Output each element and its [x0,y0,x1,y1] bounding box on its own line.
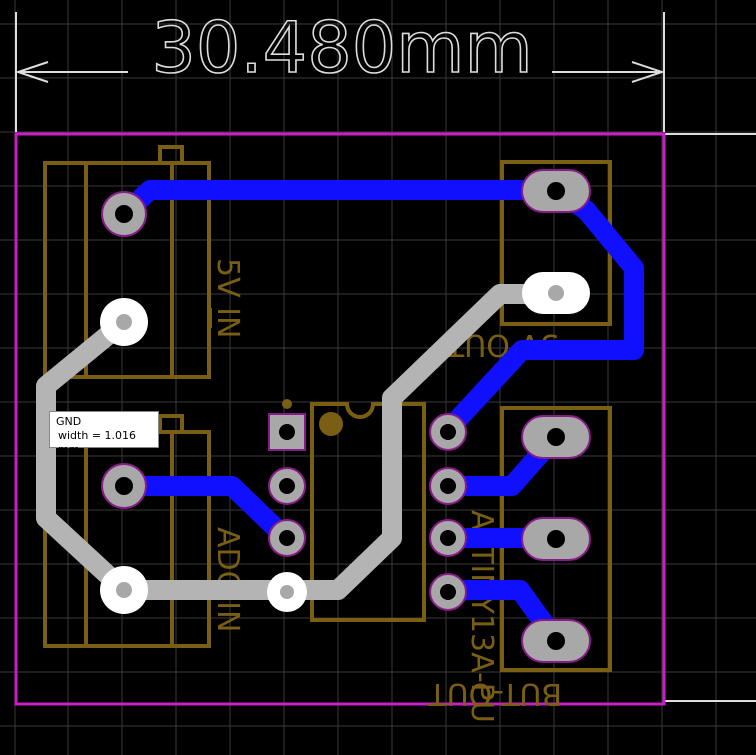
pads-5v-in[interactable] [100,191,148,346]
pads-but-out[interactable] [521,415,591,663]
pin1-dot [282,399,292,409]
pads-5v-out[interactable] [521,169,591,314]
trace-vcc-main [114,180,644,440]
trace-gnd[interactable] [36,284,564,600]
label-5v-in: 5V IN [210,258,245,338]
tooltip-width: width = 1.016 mm [58,429,137,456]
label-adc-in: ADC IN [210,527,245,632]
tooltip-net-name: GND [56,415,82,428]
dimension-annotation [14,12,756,702]
trace-adc [114,476,296,548]
pin1-marker-icon [319,412,343,436]
board-outline [14,132,666,706]
pads-ic-right[interactable] [429,413,467,611]
dimension-label: 30.480mm [151,7,532,89]
net-tooltip: GND width = 1.016 mm [49,411,159,456]
pads-ic-left[interactable] [267,413,307,612]
label-but-out: BUT-OUT [428,676,562,711]
pads-adc-in[interactable] [100,463,148,614]
